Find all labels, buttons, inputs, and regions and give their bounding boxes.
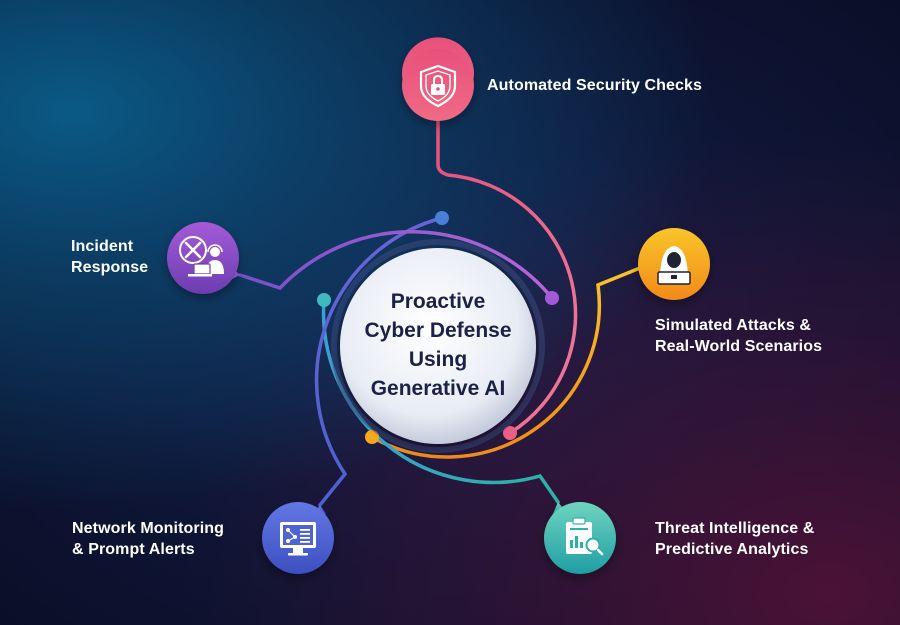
arc-end-dot (365, 430, 379, 444)
label-line: Predictive Analytics (655, 541, 809, 558)
arc-end-dot (435, 211, 449, 225)
center-circle (340, 248, 536, 444)
connector-simulated (370, 266, 642, 459)
label-line: Incident (71, 238, 134, 255)
hacker-icon (657, 246, 691, 285)
connector-network (314, 216, 444, 507)
label-line: Threat Intelligence & (655, 520, 815, 537)
label-incident: Incident Response (71, 236, 148, 278)
support-tools-icon (179, 236, 224, 277)
clipboard-chart-icon (566, 517, 604, 556)
center-title-line: Using (408, 348, 468, 371)
label-line: Automated Security Checks (487, 77, 703, 94)
center-title-line: Proactive (390, 290, 486, 313)
arc-end-dot (317, 293, 331, 307)
center-title-line: Generative AI (370, 377, 506, 400)
center-title: Proactive Cyber Defense Using Generative… (335, 252, 541, 438)
label-line: Real-World Scenarios (655, 338, 823, 355)
label-line: & Prompt Alerts (72, 541, 195, 558)
monitor-network-icon (280, 522, 316, 556)
connector-automated (436, 118, 578, 435)
node-automated (402, 37, 474, 121)
connector-incident (238, 230, 554, 300)
arc-end-dot (503, 426, 517, 440)
center-title-line: Cyber Defense (364, 319, 512, 342)
arc-end-dot (545, 291, 559, 305)
label-line: Network Monitoring (72, 520, 225, 537)
label-line: Simulated Attacks & (655, 317, 812, 334)
label-threat: Threat Intelligence & Predictive Analyti… (655, 518, 814, 560)
label-simulated: Simulated Attacks & Real-World Scenarios (655, 315, 822, 357)
shield-lock-icon (419, 64, 457, 108)
center-circle-ring (331, 239, 545, 453)
connector-threat (321, 298, 560, 504)
label-automated: Automated Security Checks (487, 75, 702, 96)
label-network: Network Monitoring & Prompt Alerts (72, 518, 224, 560)
label-line: Response (71, 259, 149, 276)
